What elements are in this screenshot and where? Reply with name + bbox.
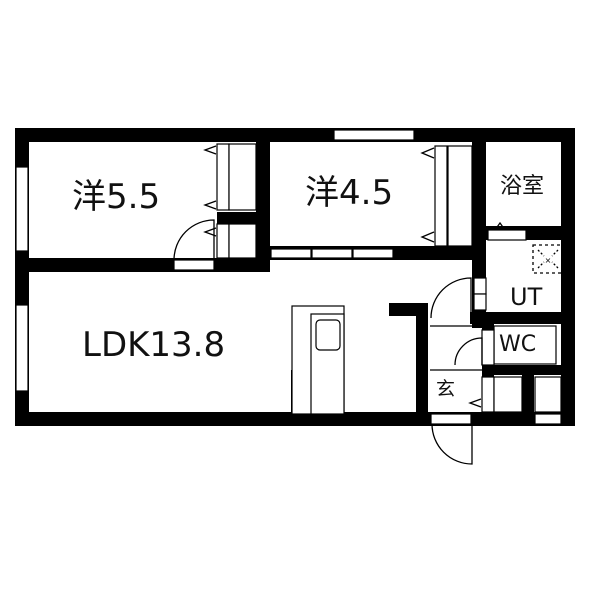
closet-box-right [534,376,562,413]
room-label-ldk: LDK13.8 [82,325,226,365]
door-swing-entrance [431,423,473,465]
room-label-western-2: 洋4.5 [305,173,394,213]
closet-marker [420,231,435,243]
closet-marker [203,200,217,210]
wc-door-panel [481,329,495,366]
ut-sliding-b [473,293,487,311]
closet-room1-b [216,223,230,259]
ut-sliding-a [473,277,487,295]
window-top-room2 [333,129,415,141]
room-label-toilet: WC [499,332,537,357]
room-label-entrance: 玄 [436,378,456,400]
door-swing-wc [454,337,483,366]
shoe-closet-a [481,376,495,413]
room-label-bathroom: 浴室 [500,174,545,199]
shoe-closet-b [493,376,523,413]
closet-marker [203,145,217,155]
bath-marker [494,221,506,231]
wc-room [493,325,557,365]
closet-marker [203,227,217,237]
sliding-door-3 [352,248,394,259]
room1-door-threshold [173,259,215,271]
window-left-top [15,166,29,252]
entrance-threshold [430,413,472,425]
closet-room1-b2 [228,223,257,259]
wall-wc-right [561,323,567,368]
closet-room1-a2 [228,143,257,211]
closet-room2-b [447,145,473,247]
window-left-bottom [15,304,29,392]
sliding-door-2 [311,248,353,259]
wall-right [561,128,575,426]
wall-wc-bottom [482,365,572,375]
washer-pan-icon [532,244,564,274]
door-swing-ut [430,277,472,319]
sliding-door-1 [270,248,312,259]
wall-room1-closet [217,212,257,224]
door-swing-room1 [173,219,215,261]
closet-marker [468,398,482,408]
closet-marker [420,147,435,159]
kitchen-sink [315,319,341,351]
closet-room1-a [216,143,230,211]
closet-door-right [534,413,562,425]
wall-room1-room2 [256,128,270,272]
wall-closet-div [522,375,534,415]
wall-room1-bottom [15,258,270,272]
room-label-utility: UT [510,283,543,311]
bath-door [487,229,527,241]
closet-room2-a [434,145,448,247]
wall-ut-bottom [470,312,570,324]
washer-drain-icon: × [545,256,552,265]
wall-ldk-stub [389,303,428,316]
room-label-western-1: 洋5.5 [72,177,161,217]
wall-top [15,128,575,142]
wall-ldk-right [416,305,428,423]
